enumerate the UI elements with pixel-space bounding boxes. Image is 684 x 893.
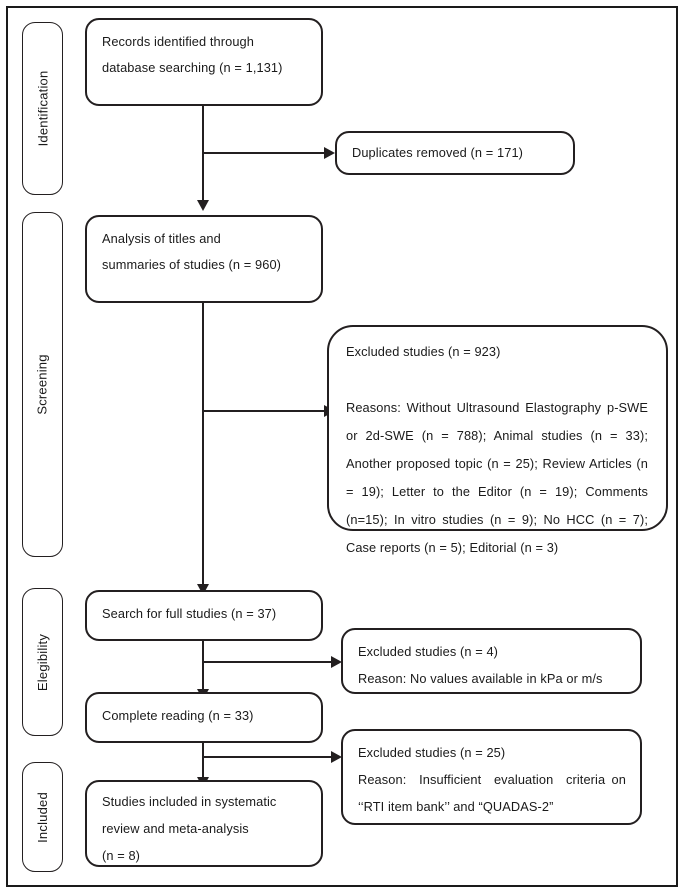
stage-label-screening: Screening — [22, 212, 63, 557]
connector-reading-to-excluded-25 — [202, 756, 333, 758]
arrowhead-records-to-duplicates — [324, 147, 335, 159]
stage-label-included-text: Included — [35, 791, 50, 843]
node-excluded-screening-heading: Excluded studies (n = 923) — [346, 344, 501, 359]
node-search-full-studies-line-1: Search for full studies (n = 37) — [102, 606, 277, 621]
node-excluded-eligibility-1-body: Reason: No values available in kPa or m/… — [358, 671, 603, 686]
node-duplicates-removed-line-1: Duplicates removed (n = 171) — [352, 145, 524, 160]
node-excluded-eligibility-1-heading: Excluded studies (n = 4) — [358, 644, 499, 659]
node-excluded-eligibility-2: Excluded studies (n = 25) Reason: Insuff… — [341, 729, 642, 825]
node-excluded-screening-body: Reasons: Without Ultrasound Elastography… — [346, 400, 652, 555]
stage-label-eligibility: Elegibility — [22, 588, 63, 736]
node-duplicates-removed: Duplicates removed (n = 171) — [335, 131, 575, 175]
node-complete-reading: Complete reading (n = 33) — [85, 692, 323, 743]
node-studies-included: Studies included in systematic review an… — [85, 780, 323, 867]
node-search-full-studies: Search for full studies (n = 37) — [85, 590, 323, 641]
node-analysis-titles-line-1: Analysis of titles and — [102, 231, 221, 246]
connector-reading-to-included — [202, 743, 204, 781]
arrowhead-analysis-to-search — [197, 584, 209, 595]
arrowhead-search-to-excluded-4 — [331, 656, 342, 668]
node-excluded-screening: Excluded studies (n = 923) Reasons: With… — [327, 325, 668, 555]
arrowhead-records-to-analysis — [197, 200, 209, 211]
node-studies-included-line-1: Studies included in systematic — [102, 794, 277, 809]
stage-label-included: Included — [22, 762, 63, 872]
connector-records-to-analysis — [202, 106, 204, 203]
node-records-identified-line-2: database searching (n = 1,131) — [102, 60, 283, 75]
connector-analysis-to-excluded — [202, 410, 326, 412]
connector-search-to-excluded-4 — [202, 661, 333, 663]
node-excluded-eligibility-2-heading: Excluded studies (n = 25) — [358, 745, 506, 760]
node-records-identified: Records identified through database sear… — [85, 18, 323, 106]
connector-analysis-to-search — [202, 290, 204, 587]
node-studies-included-line-3: (n = 8) — [102, 848, 141, 863]
stage-label-eligibility-text: Elegibility — [35, 633, 50, 691]
diagram-outer-frame — [6, 6, 678, 887]
node-analysis-titles: Analysis of titles and summaries of stud… — [85, 215, 323, 303]
node-analysis-titles-line-2: summaries of studies (n = 960) — [102, 257, 282, 272]
arrowhead-reading-to-excluded-25 — [331, 751, 342, 763]
connector-records-to-duplicates — [202, 152, 326, 154]
stage-label-identification: Identification — [22, 22, 63, 195]
stage-label-identification-text: Identification — [35, 70, 51, 147]
node-excluded-screening-spacer — [346, 366, 648, 394]
node-excluded-eligibility-1: Excluded studies (n = 4) Reason: No valu… — [341, 628, 642, 694]
connector-search-to-reading — [202, 639, 204, 693]
stage-label-screening-text: Screening — [35, 354, 50, 415]
node-excluded-eligibility-2-body: Reason: Insufficient evaluation criteria… — [358, 772, 630, 814]
node-complete-reading-line-1: Complete reading (n = 33) — [102, 708, 254, 723]
node-studies-included-line-2: review and meta-analysis — [102, 821, 249, 836]
node-records-identified-line-1: Records identified through — [102, 34, 254, 49]
